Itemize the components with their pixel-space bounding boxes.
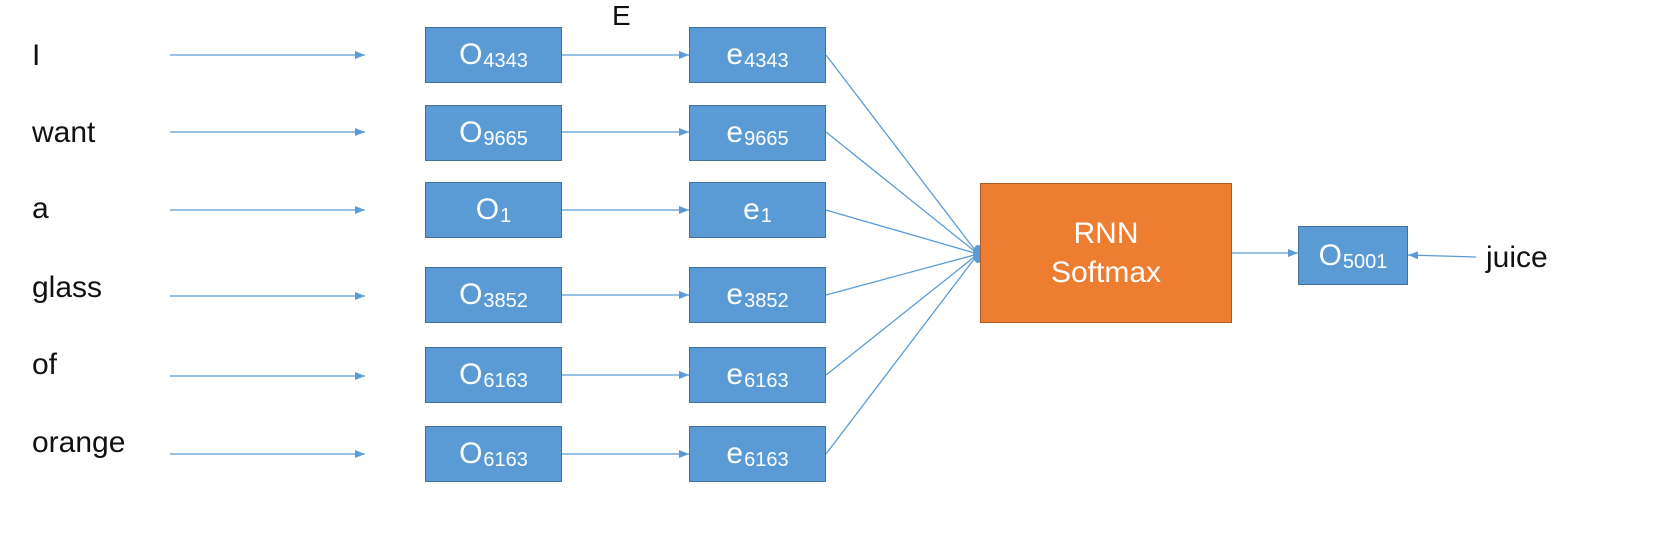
input-word: glass bbox=[32, 271, 103, 304]
embedding-symbol: e bbox=[726, 358, 744, 391]
embedding-to-rnn-line bbox=[825, 54, 979, 255]
input-word: orange bbox=[32, 426, 126, 459]
embedding-index: 6163 bbox=[744, 370, 789, 392]
softmax-label: Softmax bbox=[1050, 256, 1162, 289]
embedding-to-rnn-line bbox=[825, 131, 979, 255]
embedding-symbol: e bbox=[726, 38, 744, 71]
embedding-to-rnn-line bbox=[825, 253, 979, 296]
embedding-index: 4343 bbox=[744, 50, 789, 72]
embedding-matrix-label: E bbox=[612, 0, 631, 31]
rnn-label: RNN bbox=[1073, 217, 1139, 250]
embedding-to-rnn-line bbox=[825, 253, 979, 455]
target-to-output-arrow bbox=[1407, 251, 1477, 260]
target-word: juice bbox=[1486, 241, 1548, 274]
onehot-symbol: O bbox=[459, 38, 483, 71]
embedding-index: 1 bbox=[760, 205, 772, 227]
embedding-symbol: e bbox=[726, 278, 744, 311]
onehot-symbol: O bbox=[459, 437, 483, 470]
embedding-index: 9665 bbox=[744, 128, 789, 150]
input-word: I bbox=[32, 39, 41, 72]
onehot-symbol: O bbox=[459, 358, 483, 391]
onehot-symbol: O bbox=[459, 116, 483, 149]
input-word: want bbox=[32, 116, 96, 149]
onehot-index: 9665 bbox=[483, 128, 528, 150]
embedding-index: 3852 bbox=[744, 290, 789, 312]
rnn-softmax-box: RNN Softmax bbox=[980, 183, 1232, 323]
onehot-symbol: O bbox=[475, 193, 500, 226]
onehot-index: 1 bbox=[500, 205, 512, 227]
output-symbol: O bbox=[1318, 238, 1342, 272]
embedding-to-rnn-line bbox=[825, 253, 979, 376]
input-word: a bbox=[32, 192, 49, 225]
onehot-index: 6163 bbox=[483, 370, 528, 392]
embedding-symbol: e bbox=[726, 437, 744, 470]
onehot-index: 6163 bbox=[483, 449, 528, 471]
onehot-index: 3852 bbox=[483, 290, 528, 312]
onehot-symbol: O bbox=[459, 278, 483, 311]
onehot-index: 4343 bbox=[483, 50, 528, 72]
output-index: 5001 bbox=[1342, 250, 1388, 273]
embedding-to-rnn-line bbox=[825, 209, 979, 255]
embedding-symbol: e bbox=[743, 193, 760, 226]
input-word: of bbox=[32, 348, 58, 381]
embedding-index: 6163 bbox=[744, 449, 789, 471]
embedding-symbol: e bbox=[726, 116, 744, 149]
